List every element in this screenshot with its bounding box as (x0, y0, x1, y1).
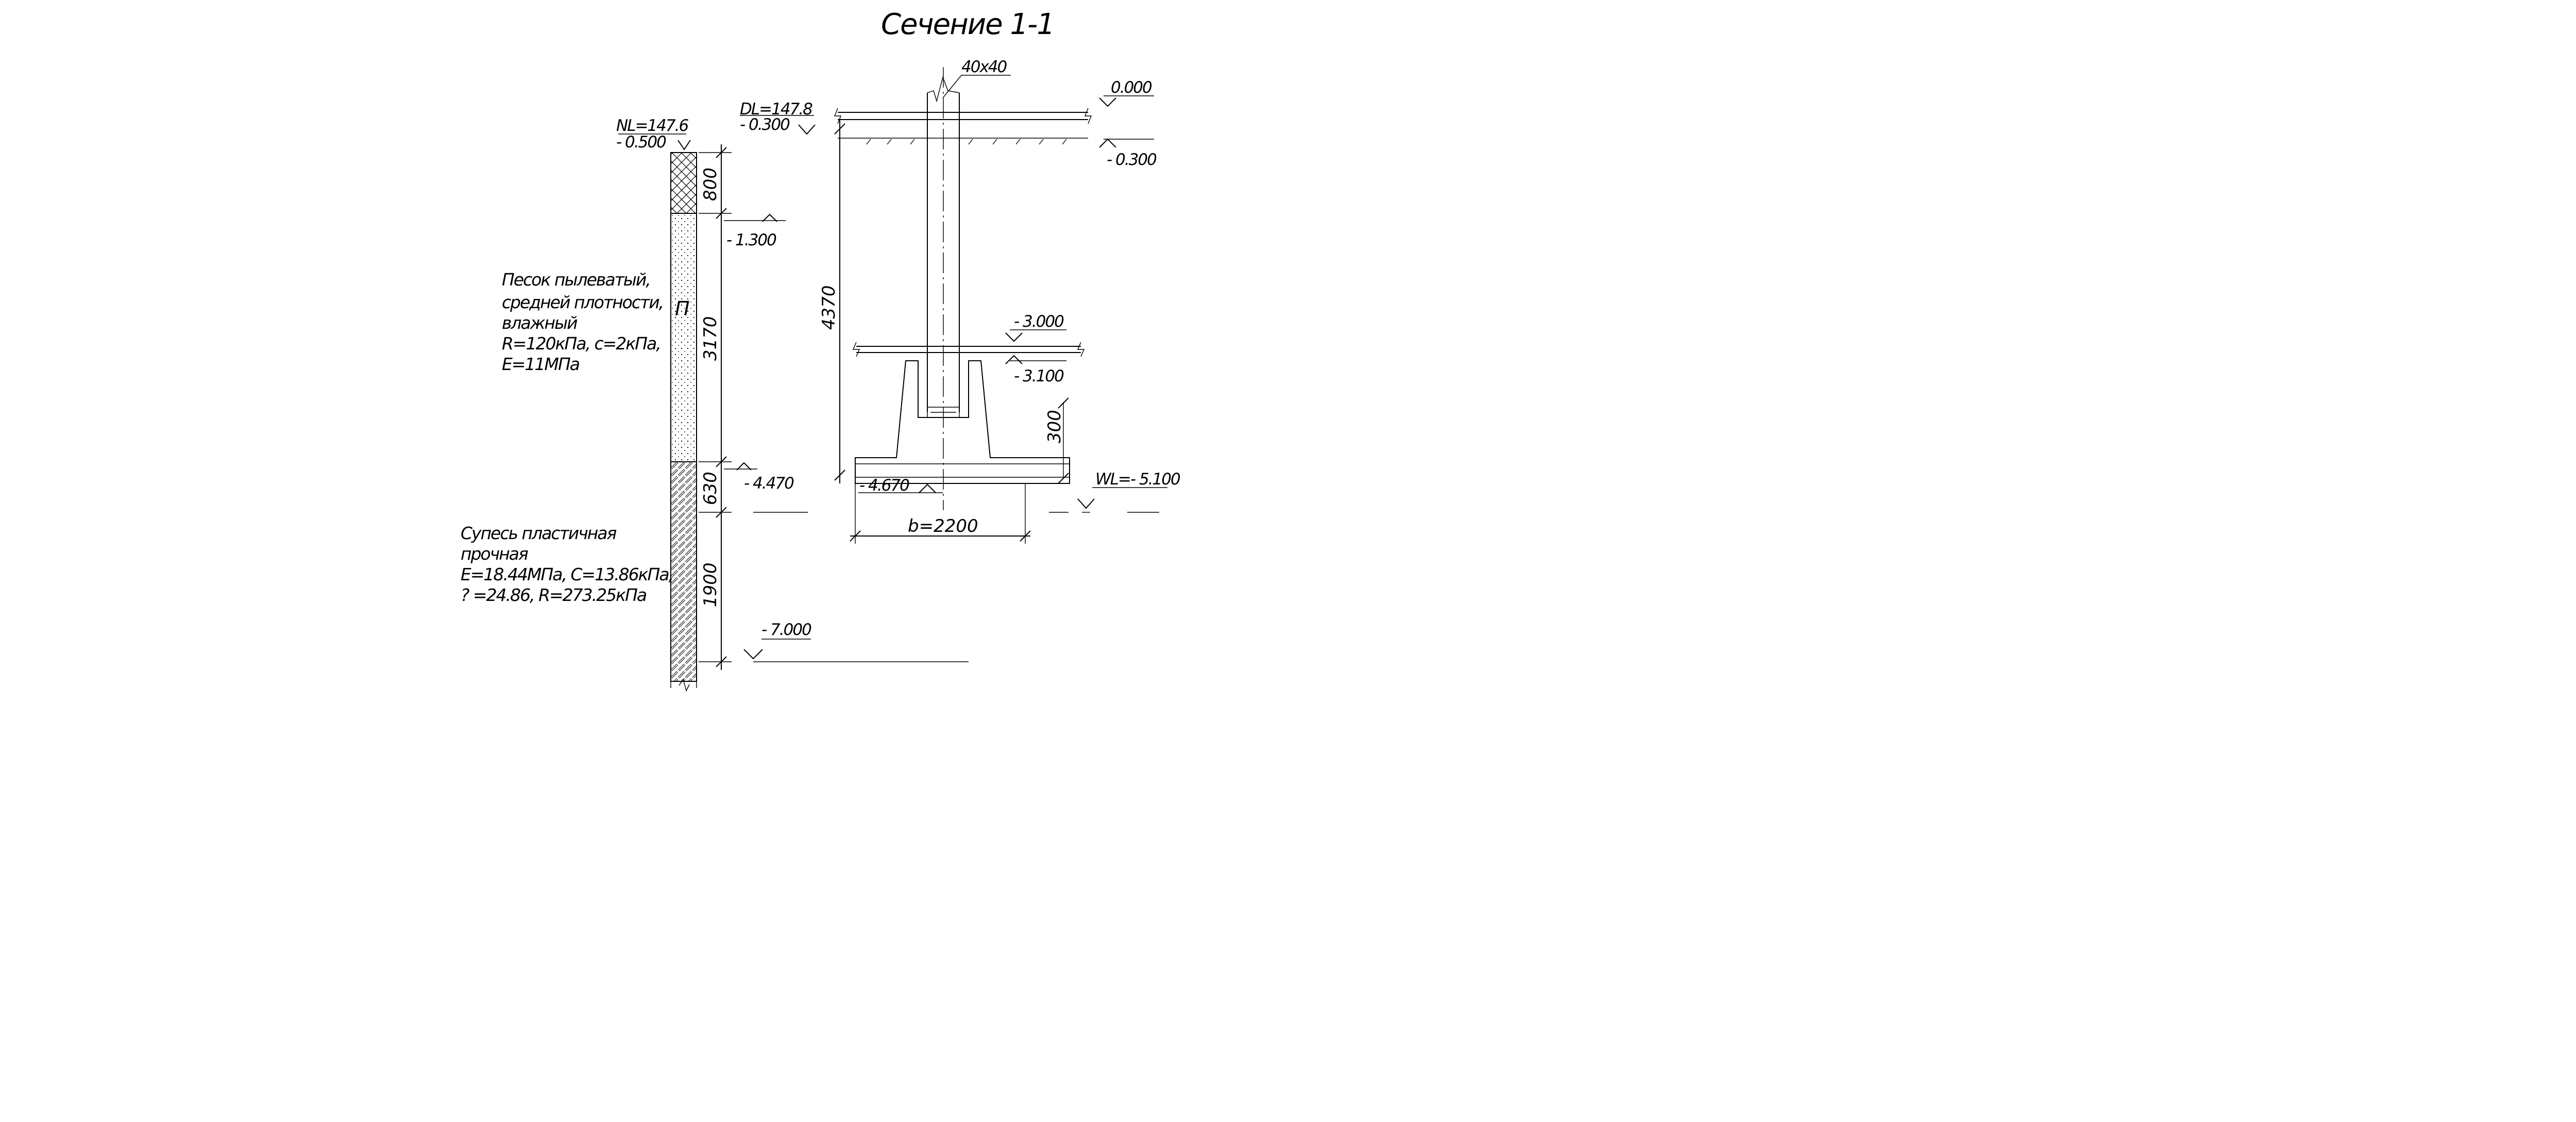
soil2-line2: прочная (461, 544, 528, 564)
depth-dimension: 4370 (819, 119, 845, 483)
column-size-label: 40x40 (961, 58, 1007, 76)
soil2-line4: ? =24.86, R=273.25кПа (461, 585, 647, 605)
dim-depth: 4370 (819, 285, 839, 330)
width-dimension: b=2200 (850, 483, 1031, 544)
soil2-line1: Супесь пластичная (461, 523, 617, 543)
soil-description-sand: Песок пылеватый, средней плотности, влаж… (502, 270, 664, 374)
soil1-line4: R=120кПа, с=2кПа, (502, 333, 660, 354)
section-title: Сечение 1-1 (881, 8, 1054, 41)
soil-layer-sandy-loam (670, 461, 697, 682)
nl-label: NL=147.6 (616, 116, 688, 135)
layer1-bottom-label: - 1.300 (726, 231, 776, 249)
dim-layer4: 1900 (700, 562, 721, 607)
level-mark-top-of-foundation: - 3.000 (1005, 312, 1066, 342)
level-mark-layer2-bottom: - 4.470 (724, 462, 795, 493)
level-mark-layer1-bottom: - 1.300 (724, 213, 786, 249)
level-mark-top-of-slab: - 3.100 (1005, 355, 1066, 386)
soil-description-sandy-loam: Супесь пластичная прочная Е=18.44МПа, С=… (461, 523, 674, 605)
level-mark-nl: NL=147.6 - 0.500 (616, 116, 691, 152)
floor-mark-label: - 0.300 (1107, 150, 1157, 169)
level-mark-base: - 4.670 (858, 476, 943, 495)
top-of-foundation-label: - 3.000 (1014, 312, 1064, 331)
layer2-bottom-label: - 4.470 (744, 474, 794, 493)
dim-width: b=2200 (908, 516, 978, 537)
top-of-foundation-line (852, 342, 1085, 357)
soil1-line1: Песок пылеватый, (502, 270, 650, 290)
level-mark-floor: - 0.300 (1099, 138, 1158, 169)
dim-slab: 300 (1044, 410, 1065, 443)
ground-floor-slab (834, 108, 1092, 145)
level-mark-dl: DL=147.8 - 0.300 (740, 100, 816, 135)
dim-layer1: 800 (700, 168, 721, 201)
bottom-label: - 7.000 (761, 621, 811, 639)
level-mark-zero: 0.000 (1099, 78, 1154, 107)
column (927, 67, 960, 510)
soil-layer-topsoil (670, 152, 697, 214)
soil1-line3: влажный (502, 313, 578, 333)
dim-layer3: 630 (700, 472, 721, 505)
soil2-line3: Е=18.44МПа, С=13.86кПа, (461, 564, 673, 584)
base-label: - 4.670 (859, 476, 909, 495)
dim-layer2: 3170 (700, 316, 721, 361)
zero-label: 0.000 (1111, 78, 1152, 97)
slab-dimension: 300 (1044, 397, 1069, 484)
water-level-label: WL=- 5.100 (1095, 470, 1180, 489)
dl-label: DL=147.8 (740, 100, 812, 119)
layer-index-label: П (675, 297, 690, 320)
soil-layer-sand (670, 213, 697, 462)
soil1-line2: средней плотности, (502, 292, 663, 312)
column-size-callout: 40x40 (942, 58, 1011, 98)
soil1-line5: Е=11МПа (502, 354, 580, 374)
dl-mark-label: - 0.300 (740, 115, 790, 134)
level-mark-water: WL=- 5.100 (753, 470, 1181, 513)
soil-column: П (670, 152, 697, 692)
foundation-footing (855, 360, 1070, 484)
nl-mark-label: - 0.500 (616, 133, 666, 152)
soil-dimension-line: 800 3170 630 1900 (699, 144, 732, 670)
top-of-slab-label: - 3.100 (1014, 367, 1064, 386)
level-mark-bottom: - 7.000 (743, 621, 969, 662)
